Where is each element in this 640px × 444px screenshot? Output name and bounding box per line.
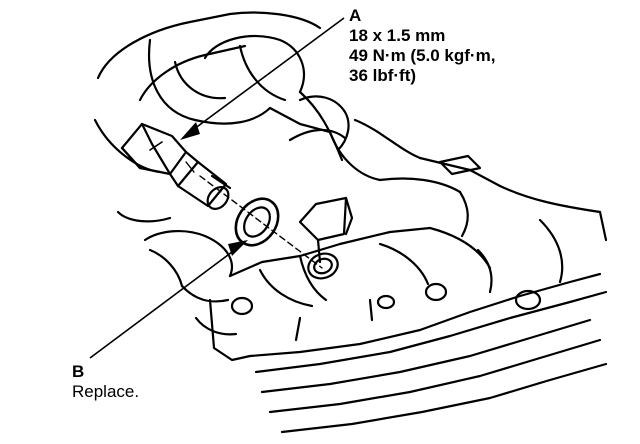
callout-a-torque: 49 N·m (5.0 kgf·m,	[349, 46, 496, 65]
callout-a-torque-imperial: 36 lbf·ft)	[349, 66, 417, 85]
block-bosses	[230, 282, 542, 316]
callout-a: A 18 x 1.5 mm 49 N·m (5.0 kgf·m, 36 lbf·…	[349, 6, 495, 86]
callout-a-letter: A	[349, 6, 362, 25]
leader-line-b	[89, 245, 241, 359]
callout-b-letter: B	[72, 362, 85, 381]
leader-arrow-b	[228, 240, 248, 256]
leader-line-a	[189, 17, 345, 133]
sensor-port	[298, 196, 354, 280]
sensor-bolt	[120, 122, 232, 210]
engine-block-lower	[143, 218, 608, 434]
callout-a-size: 18 x 1.5 mm	[349, 26, 446, 45]
callout-b-instruction: Replace.	[72, 382, 140, 401]
leader-arrow-a	[180, 122, 200, 140]
alignment-line	[199, 175, 323, 269]
callout-b: B Replace.	[72, 362, 139, 402]
engine-block-upper	[93, 11, 608, 242]
